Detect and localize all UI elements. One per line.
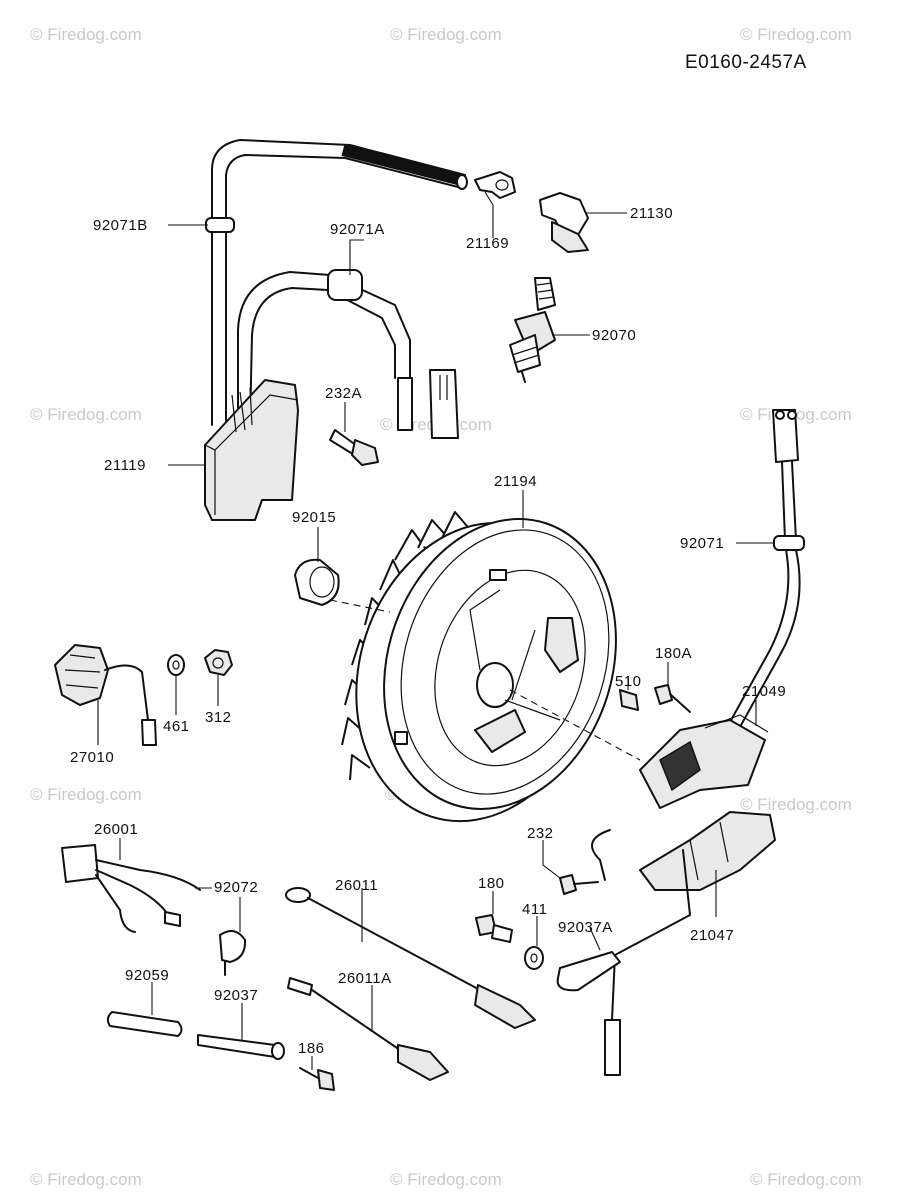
label-21047: 21047: [690, 927, 734, 944]
label-21119: 21119: [104, 457, 146, 474]
document-id: E0160-2457A: [685, 52, 807, 73]
sensor-27010: [54, 644, 157, 746]
label-92071B: 92071B: [93, 217, 148, 234]
label-232A: 232A: [325, 385, 362, 402]
label-27010: 27010: [70, 749, 114, 766]
watermark: © Firedog.com: [390, 1170, 502, 1189]
lead-26011A: [287, 977, 449, 1081]
lead-26011: [285, 887, 536, 1029]
part-number-labels: 92071B 92071A 21169 21130 92070 232A 211…: [70, 205, 786, 1057]
ignition-coil-21119: [204, 139, 468, 521]
label-461: 461: [163, 718, 190, 735]
label-92015: 92015: [292, 509, 336, 526]
exciter-21049: [639, 714, 769, 809]
label-26011: 26011: [335, 877, 378, 894]
tube-92037: [197, 1034, 276, 1058]
label-21049: 21049: [742, 683, 786, 700]
label-186: 186: [298, 1040, 325, 1057]
label-21130: 21130: [630, 205, 673, 222]
harness-92071: [719, 409, 805, 746]
ignition-unit-21047: [604, 811, 776, 1076]
bolt-180: [475, 914, 513, 943]
label-92037A: 92037A: [558, 919, 613, 936]
watermark: © Firedog.com: [30, 785, 142, 804]
washer-411: [524, 946, 544, 970]
flywheel-21194: [341, 511, 617, 823]
label-232: 232: [527, 825, 554, 842]
label-411: 411: [522, 901, 547, 918]
label-21194: 21194: [494, 473, 537, 490]
watermark: © Firedog.com: [740, 795, 852, 814]
tube-92059: [106, 1011, 183, 1037]
boot-21130: [539, 192, 589, 253]
bolt-232: [559, 829, 611, 895]
label-510: 510: [615, 673, 642, 690]
label-21169: 21169: [466, 235, 509, 252]
watermark: © Firedog.com: [30, 405, 142, 424]
grommet: [271, 1042, 285, 1060]
label-92072: 92072: [214, 879, 258, 896]
label-312: 312: [205, 709, 232, 726]
label-180: 180: [478, 875, 505, 892]
label-92037: 92037: [214, 987, 258, 1004]
bracket-92037A: [556, 951, 621, 992]
watermark: © Firedog.com: [750, 1170, 862, 1189]
watermark: © Firedog.com: [30, 1170, 142, 1189]
label-92071: 92071: [680, 535, 724, 552]
bolt-232A: [329, 429, 379, 466]
strap-92072: [219, 930, 247, 976]
label-92059: 92059: [125, 967, 169, 984]
plug-cap-21169: [474, 171, 516, 199]
label-92070: 92070: [592, 327, 636, 344]
label-180A: 180A: [655, 645, 692, 662]
harness-26001: [61, 844, 201, 933]
key-510: [619, 689, 639, 711]
watermark: © Firedog.com: [30, 25, 142, 44]
watermark: © Firedog.com: [390, 25, 502, 44]
nut-312: [204, 649, 233, 676]
screw-180A: [654, 684, 691, 713]
leader-lines: [97, 191, 774, 1070]
washer-92015: [294, 558, 340, 606]
watermark: © Firedog.com: [740, 25, 852, 44]
washer-461: [167, 654, 185, 676]
spark-plug-92070: [509, 277, 556, 383]
bolt-186: [299, 1067, 335, 1091]
label-26001: 26001: [94, 821, 138, 838]
label-26011A: 26011A: [338, 970, 392, 987]
label-92071A: 92071A: [330, 221, 385, 238]
